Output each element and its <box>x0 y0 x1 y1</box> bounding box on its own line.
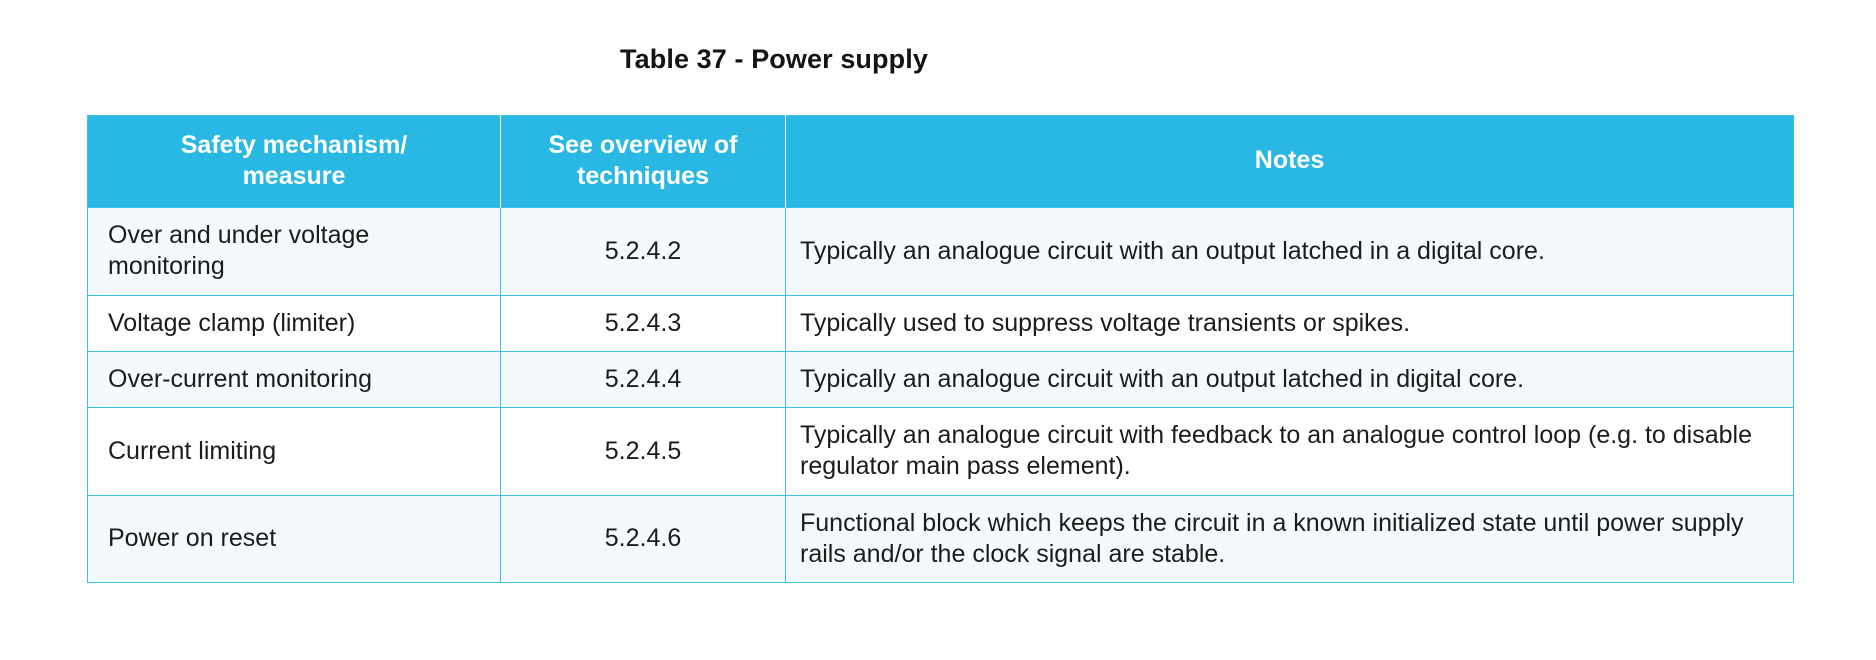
header-line-2: measure <box>242 161 346 190</box>
header-line-1: Safety mechanism/ <box>180 131 408 159</box>
table-header: Safety mechanism/ measure See overview o… <box>87 115 1794 208</box>
cell-mechanism: Over and under voltage monitoring <box>87 207 501 296</box>
cell-notes: Functional block which keeps the circuit… <box>785 494 1794 583</box>
cell-mechanism: Power on reset <box>87 494 501 583</box>
table-row: Voltage clamp (limiter) 5.2.4.3 Typicall… <box>87 294 1794 352</box>
cell-reference: 5.2.4.3 <box>500 294 786 352</box>
table-row: Over-current monitoring 5.2.4.4 Typicall… <box>87 350 1794 409</box>
cell-notes: Typically used to suppress voltage trans… <box>785 294 1794 352</box>
power-supply-table: Safety mechanism/ measure See overview o… <box>87 115 1794 583</box>
table-caption: Table 37 - Power supply <box>620 44 928 74</box>
header-line-1: See overview of <box>548 131 738 159</box>
header-line-2: techniques <box>577 161 709 190</box>
header-row: Safety mechanism/ measure See overview o… <box>87 115 1794 208</box>
cell-mechanism: Voltage clamp (limiter) <box>87 294 501 352</box>
table-row: Current limiting 5.2.4.5 Typically an an… <box>87 407 1794 496</box>
cell-mechanism: Current limiting <box>87 407 501 496</box>
cell-notes: Typically an analogue circuit with an ou… <box>785 350 1794 409</box>
cell-reference: 5.2.4.4 <box>500 350 786 409</box>
cell-mechanism: Over-current monitoring <box>87 350 501 409</box>
column-header-notes: Notes <box>785 115 1794 208</box>
cell-reference: 5.2.4.6 <box>500 494 786 583</box>
table-row: Over and under voltage monitoring 5.2.4.… <box>87 207 1794 296</box>
table-row: Power on reset 5.2.4.6 Functional block … <box>87 494 1794 583</box>
cell-notes: Typically an analogue circuit with feedb… <box>785 407 1794 496</box>
cell-reference: 5.2.4.2 <box>500 207 786 296</box>
column-header-see-overview-of-techniques: See overview of techniques <box>500 115 786 208</box>
column-header-safety-mechanism: Safety mechanism/ measure <box>87 115 501 208</box>
table-body: Over and under voltage monitoring 5.2.4.… <box>87 207 1794 583</box>
table-container: Safety mechanism/ measure See overview o… <box>87 115 1794 583</box>
cell-notes: Typically an analogue circuit with an ou… <box>785 207 1794 296</box>
cell-reference: 5.2.4.5 <box>500 407 786 496</box>
